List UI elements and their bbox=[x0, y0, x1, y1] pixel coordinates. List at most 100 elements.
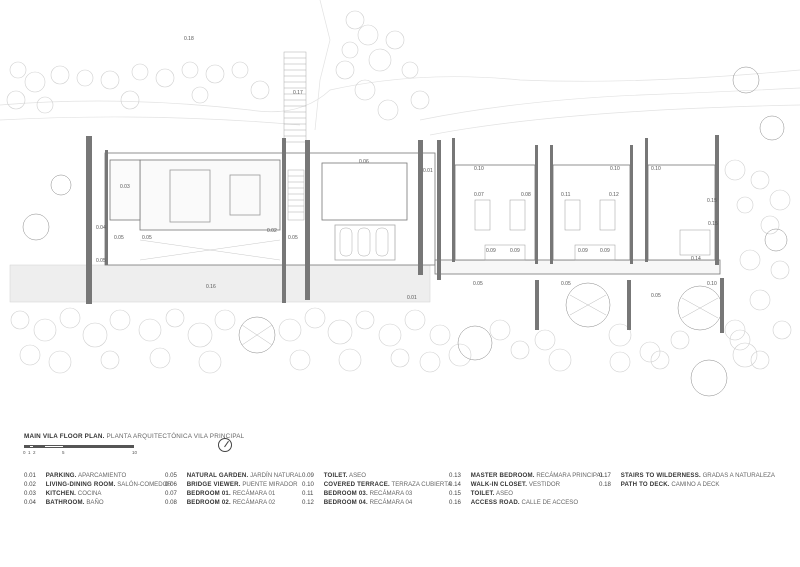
tree-canopy bbox=[82, 322, 108, 348]
legend-label-es: SALÓN-COMEDOR bbox=[117, 481, 172, 489]
tree-canopy bbox=[327, 319, 353, 345]
tree-canopy bbox=[609, 351, 631, 373]
tree-canopy bbox=[6, 90, 26, 110]
legend-label-es: RECÁMARA 01 bbox=[232, 490, 276, 498]
legend-item: 0.06 BRIDGE VIEWER. PUENTE MIRADOR bbox=[165, 480, 302, 489]
tree-canopy bbox=[729, 329, 751, 351]
legend-label-es: COCINA bbox=[77, 490, 102, 498]
legend-code: 0.17 bbox=[599, 472, 611, 479]
tree-canopy bbox=[357, 24, 379, 46]
room-tag: 0.17 bbox=[293, 90, 303, 96]
room-tag: 0.09 bbox=[510, 248, 520, 254]
tree-canopy bbox=[419, 351, 441, 373]
scale-tick: 2 bbox=[33, 450, 36, 455]
legend-label-es: APARCAMIENTO bbox=[78, 472, 127, 479]
tree-canopy bbox=[732, 342, 758, 368]
tree-canopy bbox=[355, 310, 375, 330]
legend-code: 0.06 bbox=[165, 481, 177, 489]
tree-canopy bbox=[345, 10, 365, 30]
tree-canopy bbox=[24, 71, 46, 93]
tree-canopy bbox=[131, 63, 149, 81]
tree-canopy bbox=[250, 80, 270, 100]
room-tag: 0.05 bbox=[288, 235, 298, 241]
room-tag: 0.08 bbox=[521, 192, 531, 198]
tree-canopy bbox=[401, 61, 419, 79]
legend-label-es: RECÁMARA 04 bbox=[369, 499, 413, 507]
scale-segment bbox=[44, 445, 64, 448]
tree-canopy bbox=[100, 70, 120, 90]
legend-label-es: RECÁMARA 02 bbox=[232, 499, 276, 507]
legend-label-es: RECÁMARA 03 bbox=[369, 490, 413, 498]
legend-label-es: ASEO bbox=[496, 490, 513, 498]
tree-canopy bbox=[109, 309, 131, 331]
scale-tick: 10 bbox=[132, 450, 138, 455]
legend-item: 0.03 KITCHEN. COCINA bbox=[24, 489, 172, 498]
room-tag: 0.05 bbox=[473, 281, 483, 287]
building-walls bbox=[86, 51, 724, 333]
legend-label-en: COVERED TERRACE. bbox=[323, 481, 390, 489]
tree-canopy bbox=[165, 308, 185, 328]
tree-canopy bbox=[155, 68, 175, 88]
legend-code: 0.05 bbox=[165, 472, 177, 479]
room-tag: 0.10 bbox=[610, 166, 620, 172]
legend-item: 0.13 MASTER BEDROOM. RECÁMARA PRINCIPAL bbox=[449, 471, 604, 480]
tree-canopy bbox=[19, 344, 41, 366]
tree-canopy bbox=[48, 350, 72, 374]
tree-canopy bbox=[772, 320, 792, 340]
scale-tick: 5 bbox=[62, 450, 65, 455]
tree-canopy bbox=[724, 159, 746, 181]
tree-canopy bbox=[181, 61, 199, 79]
legend-code: 0.10 bbox=[302, 481, 314, 489]
tree-canopy bbox=[231, 61, 249, 79]
tree-canopy bbox=[120, 90, 140, 110]
legend-code: 0.14 bbox=[449, 481, 461, 489]
terrain-contours bbox=[0, 0, 800, 136]
tree-canopy bbox=[378, 323, 402, 347]
tree-canopy bbox=[404, 309, 426, 331]
legend-label-es: TERRAZA CUBIERTA bbox=[391, 481, 452, 489]
legend-label-en: BEDROOM 03. bbox=[323, 490, 368, 498]
room-tag: 0.07 bbox=[474, 192, 484, 198]
tree-canopy bbox=[50, 65, 70, 85]
legend-code: 0.02 bbox=[24, 481, 36, 489]
tree-canopy bbox=[289, 349, 311, 371]
legend-item: 0.02 LIVING-DINING ROOM. SALÓN-COMEDOR bbox=[24, 480, 172, 489]
tree-canopy bbox=[448, 343, 472, 367]
legend-item: 0.05 NATURAL GARDEN. JARDÍN NATURAL bbox=[165, 471, 302, 480]
tree-canopy bbox=[750, 350, 770, 370]
legend-label-es: CAMINO A DECK bbox=[671, 481, 720, 489]
legend-code: 0.08 bbox=[165, 499, 177, 507]
legend-label-es: BAÑO bbox=[86, 499, 104, 507]
legend-label-en: MASTER BEDROOM. bbox=[470, 472, 535, 479]
access-road bbox=[9, 264, 431, 303]
legend-label-en: NATURAL GARDEN. bbox=[186, 472, 249, 479]
floor-plan-drawing: 0.18 0.17 0.03 0.04 0.05 0.05 0.05 0.02 … bbox=[0, 0, 800, 397]
tree-canopy bbox=[9, 61, 27, 79]
tree-canopy bbox=[429, 324, 451, 346]
legend-code: 0.18 bbox=[599, 481, 611, 489]
legend-label-en: PARKING. bbox=[45, 472, 77, 479]
tree-canopy bbox=[368, 48, 392, 72]
tree-canopy bbox=[760, 215, 780, 235]
tree-canopy bbox=[724, 319, 746, 341]
tree-canopy bbox=[335, 60, 355, 80]
room-tag: 0.10 bbox=[707, 281, 717, 287]
legend-label-en: TOILET. bbox=[470, 490, 495, 498]
drawing-title: MAIN VILA FLOOR PLAN. PLANTA ARQUITECTÓN… bbox=[24, 433, 244, 440]
tree-canopy bbox=[205, 64, 225, 84]
tree-canopy bbox=[100, 350, 120, 370]
room-tag: 0.05 bbox=[651, 293, 661, 299]
tree-canopy bbox=[36, 96, 54, 114]
legend-label-en: PATH TO DECK. bbox=[620, 481, 670, 489]
room-tag: 0.02 bbox=[267, 228, 277, 234]
room-tag: 0.05 bbox=[561, 281, 571, 287]
scale-bar: 0 1 2 5 10 bbox=[23, 445, 144, 461]
scale-segment bbox=[64, 445, 134, 448]
legend-code: 0.09 bbox=[302, 472, 314, 479]
scale-segment bbox=[34, 445, 44, 448]
tree-canopy bbox=[769, 189, 791, 211]
legend-code: 0.11 bbox=[302, 490, 314, 498]
legend-item: 0.14 WALK-IN CLOSET. VESTIDOR bbox=[449, 480, 604, 489]
tree-canopy bbox=[510, 340, 530, 360]
